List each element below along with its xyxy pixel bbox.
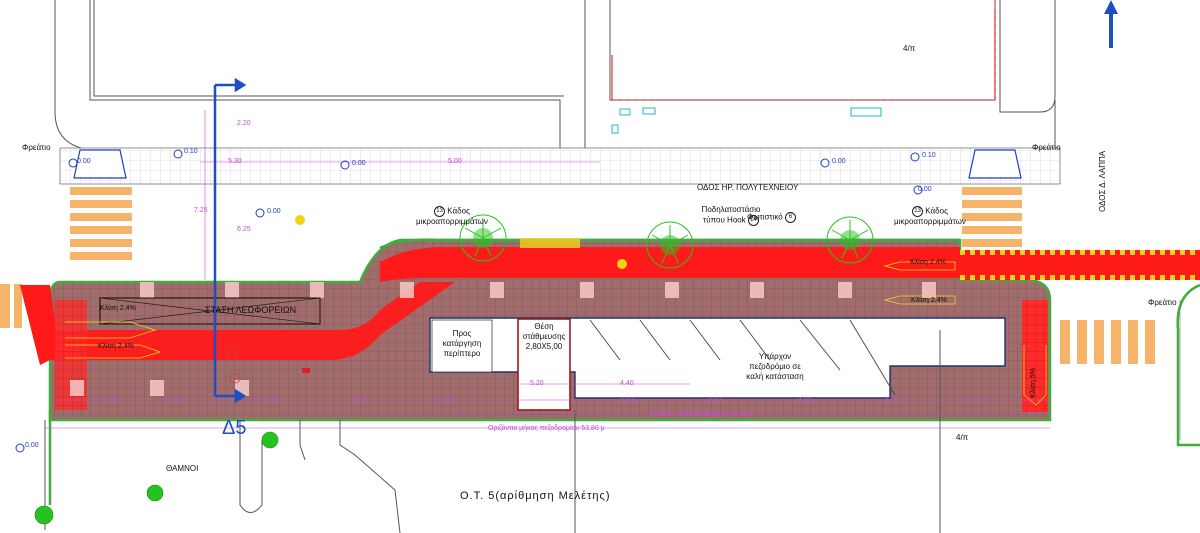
hatched-wall (610, 0, 996, 101)
lane-grid-marks (70, 282, 936, 396)
crosswalk-right (1060, 320, 1155, 364)
bus-stop-label: ΣΤΑΣΗ ΛΕΩΦΟΡΕΙΩΝ (205, 305, 297, 315)
bike-length-label: Μήκος ποδηλατοδρόμου 38,26 μ. (652, 411, 756, 418)
dimension-value: 5.20 (530, 380, 544, 387)
dimension-value: 7.25 (194, 207, 208, 214)
elevation-value: 0.00 (918, 186, 932, 193)
top-sidewalk (59, 147, 1061, 185)
bike-lane (40, 282, 455, 360)
bus-stop-box (99, 297, 321, 325)
crosswalk-left (0, 284, 22, 328)
elevation-value: 0.10 (922, 152, 936, 159)
lighting-text: Φωτιστικό (747, 212, 783, 222)
slope-label-5: Κλίση 5% (1030, 368, 1037, 398)
dimension-value: 4.80 (168, 397, 182, 404)
bike-lane-right-vertical (1022, 300, 1048, 412)
dimension-value: 2.80 (105, 397, 119, 404)
parking-box (517, 318, 571, 411)
dimension-value: 4.40 (620, 380, 634, 387)
dimension-value: 3.70 (966, 397, 980, 404)
bike-racks (295, 215, 627, 269)
dimension-value: 4.80 (885, 397, 899, 404)
elevation-value: 0.00 (352, 160, 366, 167)
existing-sidewalk-label: Υπάρχον πεζοδρόμιο σε καλή κατάσταση (746, 352, 804, 381)
dimension-lines (45, 110, 1050, 429)
freatio-label-top-right: Φρεάτιο (1032, 143, 1061, 152)
freatio-label-right: Φρεάτιο (1148, 298, 1177, 307)
microwaste-number-right: 13 (912, 206, 924, 217)
bike-rack-text: Ποδηλατοστάσιο τύπου Ηook (701, 205, 761, 225)
street-label-top: ΟΔΟΣ ΗΡ. ΠΟΛΥΤΕΧΝΕΙΟΥ (697, 183, 799, 192)
microwaste-text-right: Κάδος μικροαπορριμμάτων (894, 206, 966, 226)
north-arrow (1104, 0, 1118, 48)
dimension-value: 4.80 (798, 397, 812, 404)
section-label: Δ5 (222, 417, 247, 439)
dimension-value: 2.20 (237, 120, 251, 127)
lower-plot-lines (44, 330, 941, 533)
elevation-markers (15, 149, 923, 453)
slope-label-3: Κλίση 2.4% (910, 259, 946, 266)
dimension-value: 4.80 (440, 397, 454, 404)
dimension-value: 6.25 (237, 226, 251, 233)
kiosk-label: Προς κατάργηση περίπτερο (442, 329, 482, 358)
microwaste-label-right: 13 Κάδος μικροαπορριμμάτων (894, 206, 966, 227)
slope-label-1: Κλίση 2.4% (100, 305, 136, 312)
section-line-d5 (213, 77, 247, 404)
shrubs-label: ΘΑΜΝΟΙ (166, 464, 199, 473)
elevation-value: 0.10 (184, 148, 198, 155)
slope-label-2: Κλίση 2.4% (98, 343, 134, 350)
elevation-value: 0.00 (25, 442, 39, 449)
microwaste-label-left: 13 Κάδος μικροαπορριμμάτων (416, 206, 488, 227)
lighting-label: Φωτιστικό 6 (747, 212, 796, 223)
bike-rack-label: Ποδηλατοστάσιο τύπου Ηook 14 (696, 205, 766, 226)
block-label-top: 4/π (903, 44, 916, 53)
crosswalk-top-left (70, 187, 132, 260)
dimension-value: 5.30 (228, 158, 242, 165)
top-curbs (73, 149, 1022, 179)
elevation-value: 0.00 (267, 208, 281, 215)
dimension-value: 5.00 (448, 158, 462, 165)
street-label-right: ΟΔΟΣ Δ. ΛΑΠΠΑ (1098, 150, 1107, 212)
lighting-number: 6 (784, 212, 796, 223)
elevation-value: 0.00 (77, 158, 91, 165)
slope-arrows (65, 261, 1047, 406)
block-id-label: Ο.Τ. 5(αρίθμηση Μελέτης) (460, 490, 611, 502)
block-label-bottom: 4/π (956, 433, 969, 442)
kiosk-box (431, 319, 493, 373)
dimension-value: 4.80 (353, 397, 367, 404)
slope-label-4: Κλίση 2.4% (911, 297, 947, 304)
bike-rack-number: 14 (747, 215, 759, 226)
freatio-label-top-left: Φρεάτιο (22, 143, 51, 152)
microwaste-number-left: 13 (434, 206, 446, 217)
parking-label: Θέση στάθμευσης 2,80Χ5,00 (522, 322, 566, 351)
dimension-value: 4.80 (264, 397, 278, 404)
right-curb-bottom (1176, 283, 1200, 447)
crosswalk-top-right (962, 187, 1022, 247)
dimension-value: 4.80 (708, 397, 722, 404)
dimension-value: 4.80 (620, 397, 634, 404)
sidewalk-length-label: Οριζόντιο μήκος πεζοδρομίου 53,80 μ (488, 425, 605, 432)
microwaste-text-left: Κάδος μικροαπορριμμάτων (416, 206, 488, 226)
shrub-symbols (34, 431, 279, 525)
building-outline-top (54, 0, 1056, 151)
elevation-value: 0.00 (832, 158, 846, 165)
parking-diagonals (589, 319, 896, 396)
